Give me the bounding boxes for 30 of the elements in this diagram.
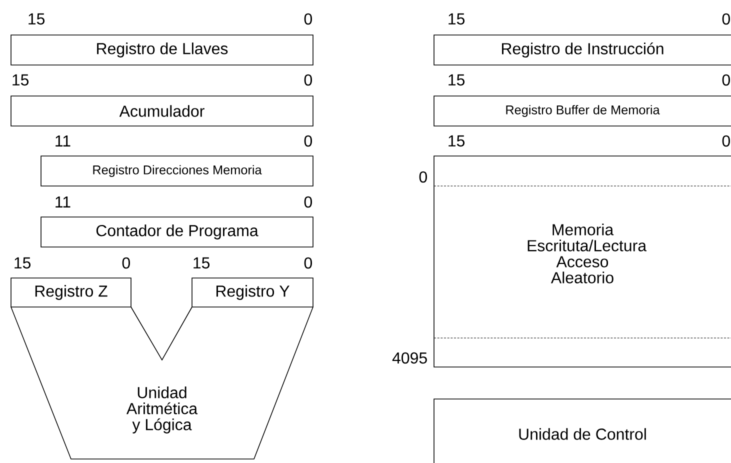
bit-number: 0 xyxy=(304,13,312,25)
bit-number: 15 xyxy=(448,13,465,25)
bit-number: 0 xyxy=(122,257,130,269)
register-box: Registro Buffer de Memoria xyxy=(434,96,731,126)
bit-number: 15 xyxy=(28,13,45,25)
register-box: Acumulador xyxy=(10,96,314,126)
memory-box: Memoria Escrituta/Lectura Acceso Aleatorio xyxy=(434,156,731,368)
bit-number: 15 xyxy=(12,74,29,86)
control-unit-box: Unidad de Control xyxy=(434,398,731,463)
register-box: Registro Direcciones Memoria xyxy=(40,156,314,186)
bit-number: 15 xyxy=(448,74,465,86)
bit-number: 11 xyxy=(56,196,70,208)
bit-number: 0 xyxy=(722,135,730,147)
register-box: Registro Z xyxy=(10,278,132,308)
bit-number: 0 xyxy=(304,74,312,86)
bit-number: 0 xyxy=(722,13,730,25)
address-label: 4095 xyxy=(392,352,427,364)
bit-number: 0 xyxy=(304,196,312,208)
register-box: Contador de Programa xyxy=(40,216,314,248)
bit-number: 0 xyxy=(304,257,312,269)
bit-number: 0 xyxy=(304,135,312,147)
address-label: 0 xyxy=(419,171,427,183)
bit-number: 15 xyxy=(448,135,465,147)
bit-number: 15 xyxy=(194,257,210,269)
register-box: Registro de Instrucción xyxy=(434,34,731,66)
bit-number: 0 xyxy=(722,74,730,86)
register-box: Registro de Llaves xyxy=(10,34,314,66)
bit-number: 11 xyxy=(56,136,70,146)
register-box: Registro Y xyxy=(192,278,314,308)
bit-number: 15 xyxy=(14,257,31,269)
